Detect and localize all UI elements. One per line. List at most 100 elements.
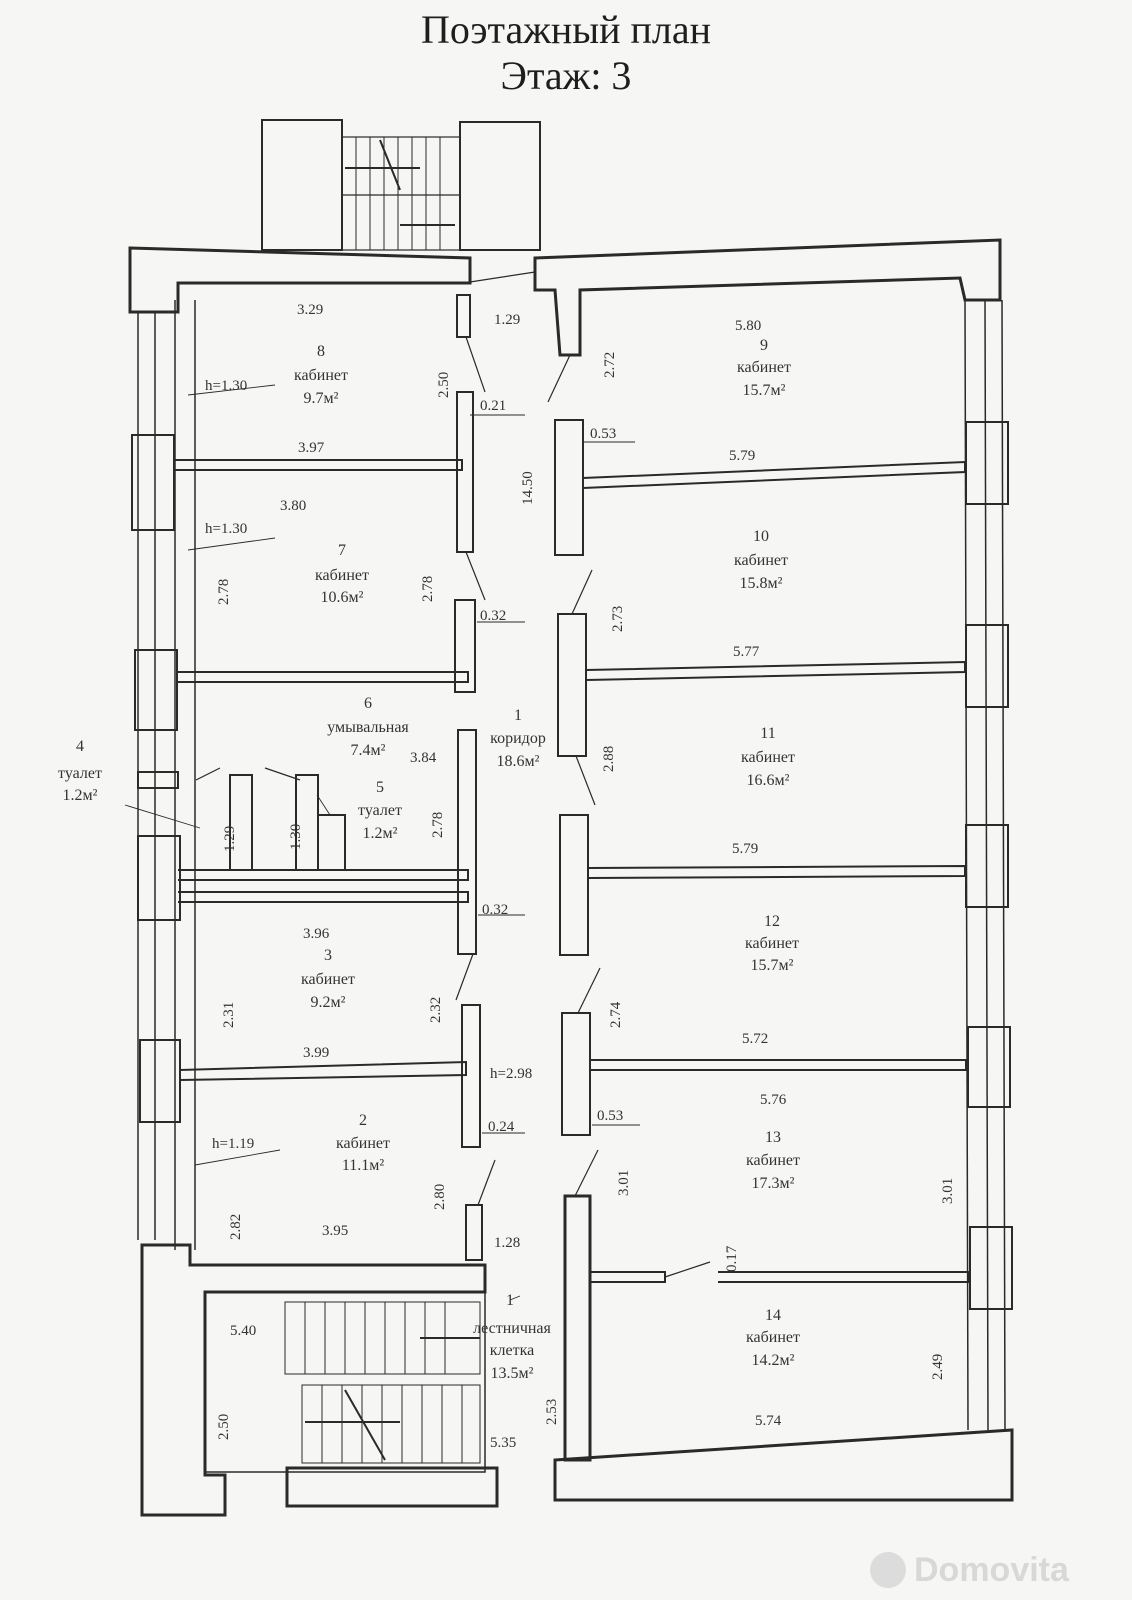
- svg-text:кабинет: кабинет: [336, 1135, 390, 1152]
- svg-text:14.2м²: 14.2м²: [752, 1352, 795, 1369]
- svg-text:5.74: 5.74: [755, 1413, 782, 1429]
- svg-text:клетка: клетка: [490, 1342, 534, 1359]
- svg-text:8: 8: [317, 343, 325, 360]
- svg-text:2.32: 2.32: [428, 997, 444, 1023]
- svg-text:2.72: 2.72: [602, 352, 618, 378]
- svg-text:11.1м²: 11.1м²: [342, 1157, 385, 1174]
- svg-text:1.29: 1.29: [222, 826, 238, 852]
- svg-text:0.32: 0.32: [482, 902, 508, 918]
- svg-text:10.6м²: 10.6м²: [321, 589, 364, 606]
- room-13-label: 13 кабинет 17.3м²: [746, 1129, 800, 1192]
- svg-text:5.79: 5.79: [732, 841, 758, 857]
- svg-text:3.29: 3.29: [297, 302, 323, 318]
- svg-text:туалет: туалет: [358, 802, 402, 819]
- room-10-label: 10 кабинет 15.8м²: [734, 528, 788, 592]
- svg-text:12: 12: [764, 913, 780, 930]
- svg-text:1.30: 1.30: [288, 824, 304, 850]
- floor-label: Этаж: 3: [500, 53, 632, 98]
- svg-text:2.50: 2.50: [436, 372, 452, 398]
- entrance-stair: [261, 119, 541, 251]
- svg-text:1.2м²: 1.2м²: [363, 825, 398, 842]
- svg-text:17.3м²: 17.3м²: [752, 1175, 795, 1192]
- svg-text:1.28: 1.28: [494, 1235, 520, 1251]
- room-9-label: 9 кабинет 15.7м²: [737, 337, 791, 399]
- svg-text:5.79: 5.79: [729, 448, 755, 464]
- svg-text:3.01: 3.01: [940, 1178, 956, 1204]
- svg-text:2.31: 2.31: [221, 1002, 237, 1028]
- svg-text:18.6м²: 18.6м²: [497, 753, 540, 770]
- svg-text:15.7м²: 15.7м²: [743, 382, 786, 399]
- svg-text:14: 14: [765, 1307, 781, 1324]
- svg-text:0.53: 0.53: [597, 1108, 623, 1124]
- svg-text:кабинет: кабинет: [746, 1329, 800, 1346]
- svg-text:5.76: 5.76: [760, 1092, 787, 1108]
- svg-text:9.2м²: 9.2м²: [311, 994, 346, 1011]
- svg-text:0.53: 0.53: [590, 426, 616, 442]
- svg-text:13.5м²: 13.5м²: [491, 1365, 534, 1382]
- svg-text:5.72: 5.72: [742, 1031, 768, 1047]
- room-5-label: 5 туалет 1.2м²: [358, 779, 402, 842]
- svg-text:15.7м²: 15.7м²: [751, 957, 794, 974]
- room-11-label: 11 кабинет 16.6м²: [741, 725, 795, 789]
- corridor-wall-left: [454, 294, 483, 1261]
- svg-text:2.49: 2.49: [930, 1354, 946, 1380]
- svg-text:4: 4: [76, 738, 84, 755]
- svg-text:3.95: 3.95: [322, 1223, 348, 1239]
- svg-text:кабинет: кабинет: [734, 552, 788, 569]
- svg-text:1.2м²: 1.2м²: [63, 787, 98, 804]
- svg-text:2.78: 2.78: [430, 812, 446, 838]
- svg-text:2.50: 2.50: [216, 1414, 232, 1440]
- svg-text:кабинет: кабинет: [737, 359, 791, 376]
- leader-lines: [124, 384, 640, 1301]
- svg-text:h=2.98: h=2.98: [490, 1066, 532, 1082]
- svg-text:2.82: 2.82: [228, 1214, 244, 1240]
- svg-text:1: 1: [506, 1292, 514, 1309]
- svg-text:1.29: 1.29: [494, 312, 520, 328]
- svg-text:кабинет: кабинет: [746, 1152, 800, 1169]
- stairwell-label: 1 лестничная клетка 13.5м²: [473, 1292, 551, 1382]
- corridor-label: 1 коридор 18.6м²: [490, 707, 546, 770]
- svg-text:2.78: 2.78: [216, 579, 232, 605]
- svg-text:2.73: 2.73: [610, 606, 626, 632]
- svg-text:умывальная: умывальная: [327, 719, 409, 736]
- room-6-label: 6 умывальная 7.4м²: [327, 695, 409, 759]
- svg-text:кабинет: кабинет: [315, 567, 369, 584]
- svg-text:2: 2: [359, 1112, 367, 1129]
- svg-text:15.8м²: 15.8м²: [740, 575, 783, 592]
- svg-text:3.96: 3.96: [303, 926, 330, 942]
- svg-text:кабинет: кабинет: [294, 367, 348, 384]
- svg-text:3.97: 3.97: [298, 440, 325, 456]
- svg-text:5.35: 5.35: [490, 1435, 516, 1451]
- watermark-text: Domovita: [914, 1551, 1069, 1589]
- stairwell: [204, 1291, 499, 1508]
- svg-text:3.80: 3.80: [280, 498, 306, 514]
- svg-text:11: 11: [760, 725, 775, 742]
- room-8-label: 8 кабинет 9.7м²: [294, 343, 348, 407]
- svg-text:0.17: 0.17: [724, 1245, 740, 1272]
- svg-text:0.21: 0.21: [480, 398, 506, 414]
- door-swings: [195, 271, 711, 1278]
- svg-text:7: 7: [338, 542, 346, 559]
- svg-text:3.01: 3.01: [616, 1170, 632, 1196]
- svg-text:6: 6: [364, 695, 372, 712]
- svg-text:2.53: 2.53: [544, 1399, 560, 1425]
- svg-text:лестничная: лестничная: [473, 1320, 551, 1337]
- svg-text:5.40: 5.40: [230, 1323, 256, 1339]
- plan-title: Поэтажный план: [420, 7, 712, 52]
- svg-text:10: 10: [753, 528, 769, 545]
- svg-text:0.32: 0.32: [480, 608, 506, 624]
- svg-text:кабинет: кабинет: [301, 971, 355, 988]
- outer-wall-left: [128, 246, 487, 1517]
- svg-text:h=1.30: h=1.30: [205, 378, 247, 394]
- room-2-label: 2 кабинет 11.1м²: [336, 1112, 390, 1174]
- svg-text:h=1.19: h=1.19: [212, 1136, 254, 1152]
- svg-text:7.4м²: 7.4м²: [351, 742, 386, 759]
- svg-text:13: 13: [765, 1129, 781, 1146]
- svg-text:2.74: 2.74: [608, 1001, 624, 1028]
- svg-text:5.80: 5.80: [735, 318, 761, 334]
- svg-text:кабинет: кабинет: [745, 935, 799, 952]
- room-3-label: 3 кабинет 9.2м²: [301, 947, 355, 1011]
- room-12-label: 12 кабинет 15.7м²: [745, 913, 799, 974]
- svg-text:14.50: 14.50: [520, 471, 536, 505]
